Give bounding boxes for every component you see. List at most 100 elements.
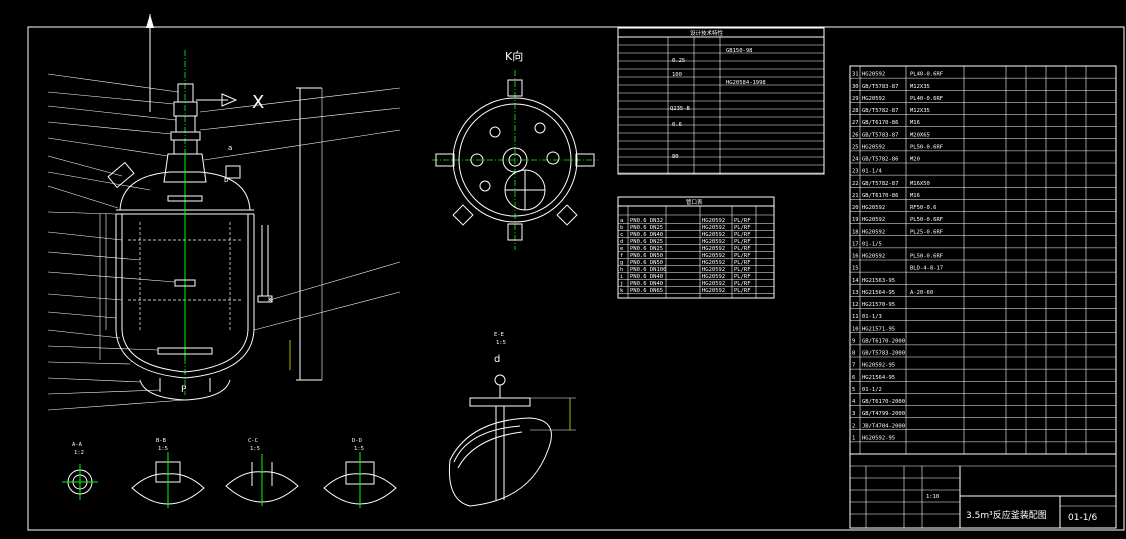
nozzle-table-title: 管口表 [686, 198, 703, 206]
parts-cell-no: 4 [852, 399, 856, 405]
parts-cell-no: 17 [852, 241, 859, 247]
frame-arrow-head [146, 14, 154, 28]
top-view-title: K向 [505, 49, 523, 63]
parts-cell-code: HG21571-95 [862, 326, 895, 332]
parts-cell-code: GB/T5783-87 [862, 84, 898, 90]
section-bb-title: B-B [156, 438, 167, 444]
parts-cell-code: HG20592 [862, 96, 885, 102]
drawing-number: 01-1/6 [1068, 513, 1097, 523]
nozzle-cell-size: PN0.6 DN100 [630, 267, 666, 273]
parts-cell-name: PL50-0.6RF [910, 217, 943, 223]
nozzle-cell-face: PL/RF [734, 218, 751, 224]
nozzle-cell-size: PN0.6 DN32 [630, 218, 663, 224]
parts-cell-no: 26 [852, 132, 859, 138]
parts-cell-name: PL25-0.6RF [910, 229, 943, 235]
section-aa-scale: 1:2 [74, 450, 84, 456]
nozzle-cell-id: e [620, 246, 623, 252]
spec-code-1: GB150-98 [726, 48, 753, 54]
nozzle-cell-size: PN0.6 DN50 [630, 253, 663, 259]
parts-cell-code: JB/T4704-2000 [862, 423, 905, 429]
nozzle-cell-size: PN0.6 DN40 [630, 274, 663, 280]
parts-cell-code: HG20592-95 [862, 363, 895, 369]
nozzle-cell-std: HG20592 [702, 239, 725, 245]
parts-cell-no: 25 [852, 144, 859, 150]
parts-cell-no: 18 [852, 229, 859, 235]
parts-cell-code: HG21570-95 [862, 302, 895, 308]
parts-cell-no: 21 [852, 193, 859, 199]
parts-cell-code: GB/T5782-86 [862, 157, 898, 163]
parts-cell-no: 2 [852, 423, 855, 429]
nozzle-cell-id: d [620, 239, 623, 245]
nozzle-cell-std: HG20592 [702, 274, 725, 280]
nozzle-cell-id: f [620, 253, 623, 259]
parts-cell-no: 10 [852, 326, 859, 332]
spec-material: Q235-B [670, 106, 691, 112]
detail-scale: 1:5 [496, 340, 506, 346]
nozzle-cell-std: HG20592 [702, 232, 725, 238]
nozzle-cell-std: HG20592 [702, 260, 725, 266]
nozzle-cell-id: k [620, 288, 624, 294]
nozzle-cell-std: HG20592 [702, 267, 725, 273]
spec-value-1: 0.25 [672, 58, 685, 64]
parts-cell-code: HG21563-95 [862, 278, 895, 284]
detail-title: E-E [494, 332, 504, 338]
parts-cell-code: HG20592 [862, 217, 885, 223]
nozzle-cell-size: PN0.6 DN40 [630, 232, 663, 238]
parts-cell-code: GB/T5782-87 [862, 181, 898, 187]
nozzle-cell-std: HG20592 [702, 281, 725, 287]
parts-cell-code: HG20592-95 [862, 435, 895, 441]
parts-cell-no: 3 [852, 411, 855, 417]
parts-cell-name: PL40-0.6RF [910, 96, 943, 102]
spec-code-2: HG20584-1998 [726, 80, 766, 86]
title-block-scale: 1:10 [926, 494, 939, 500]
nozzle-cell-std: HG20592 [702, 225, 725, 231]
parts-cell-code: HG21564-95 [862, 375, 895, 381]
parts-cell-name: M20X65 [910, 132, 930, 138]
parts-cell-name: A-20-60 [910, 290, 933, 296]
nozzle-cell-size: PN0.6 DN65 [630, 288, 663, 294]
nozzle-cell-id: i [620, 274, 623, 280]
parts-cell-code: GB/T4799-2000 [862, 411, 905, 417]
parts-cell-name: M16X50 [910, 181, 930, 187]
parts-cell-no: 30 [852, 84, 859, 90]
spec-table-title: 设计技术特性 [690, 29, 724, 37]
parts-cell-code: GB/T6170-86 [862, 193, 898, 199]
parts-cell-code: 01-1/2 [862, 387, 882, 393]
parts-cell-no: 22 [852, 181, 859, 187]
parts-cell-code: GB/T5782-87 [862, 108, 898, 114]
parts-cell-no: 15 [852, 266, 859, 272]
detail-label: d [494, 354, 500, 365]
nozzle-cell-id: a [620, 218, 623, 224]
section-dd-scale: 1:5 [354, 446, 364, 452]
parts-cell-name: M12X35 [910, 108, 930, 114]
parts-cell-no: 16 [852, 254, 859, 260]
nozzle-cell-size: PN0.6 DN40 [630, 281, 663, 287]
parts-cell-code: GB/T5783-87 [862, 132, 898, 138]
parts-cell-code: HG20592 [862, 254, 885, 260]
parts-cell-code: GB/T6170-86 [862, 120, 898, 126]
drawing-title: 3.5m³反应釜装配图 [966, 509, 1047, 521]
parts-cell-code: HG20592 [862, 205, 885, 211]
parts-cell-no: 7 [852, 363, 855, 369]
parts-cell-code: HG20592 [862, 229, 885, 235]
nozzle-cell-face: PL/RF [734, 246, 751, 252]
spec-value-4: 80 [672, 154, 679, 160]
parts-cell-no: 27 [852, 120, 859, 126]
nozzle-cell-std: HG20592 [702, 288, 725, 294]
section-dd-title: D-D [352, 438, 362, 444]
axis-x-label: X [252, 92, 264, 113]
parts-cell-name: RF50-0.6 [910, 205, 937, 211]
nozzle-cell-size: PN0.6 DN25 [630, 246, 663, 252]
nozzle-cell-face: PL/RF [734, 253, 751, 259]
nozzle-cell-size: PN0.6 DN50 [630, 260, 663, 266]
nozzle-cell-id: c [620, 232, 623, 238]
parts-cell-code: 01-1/4 [862, 169, 883, 175]
parts-cell-name: BLD-4-8-17 [910, 266, 943, 272]
parts-cell-code: HG21564-95 [862, 290, 895, 296]
parts-cell-no: 1 [852, 435, 855, 441]
parts-cell-no: 23 [852, 169, 859, 175]
parts-cell-no: 6 [852, 375, 855, 381]
